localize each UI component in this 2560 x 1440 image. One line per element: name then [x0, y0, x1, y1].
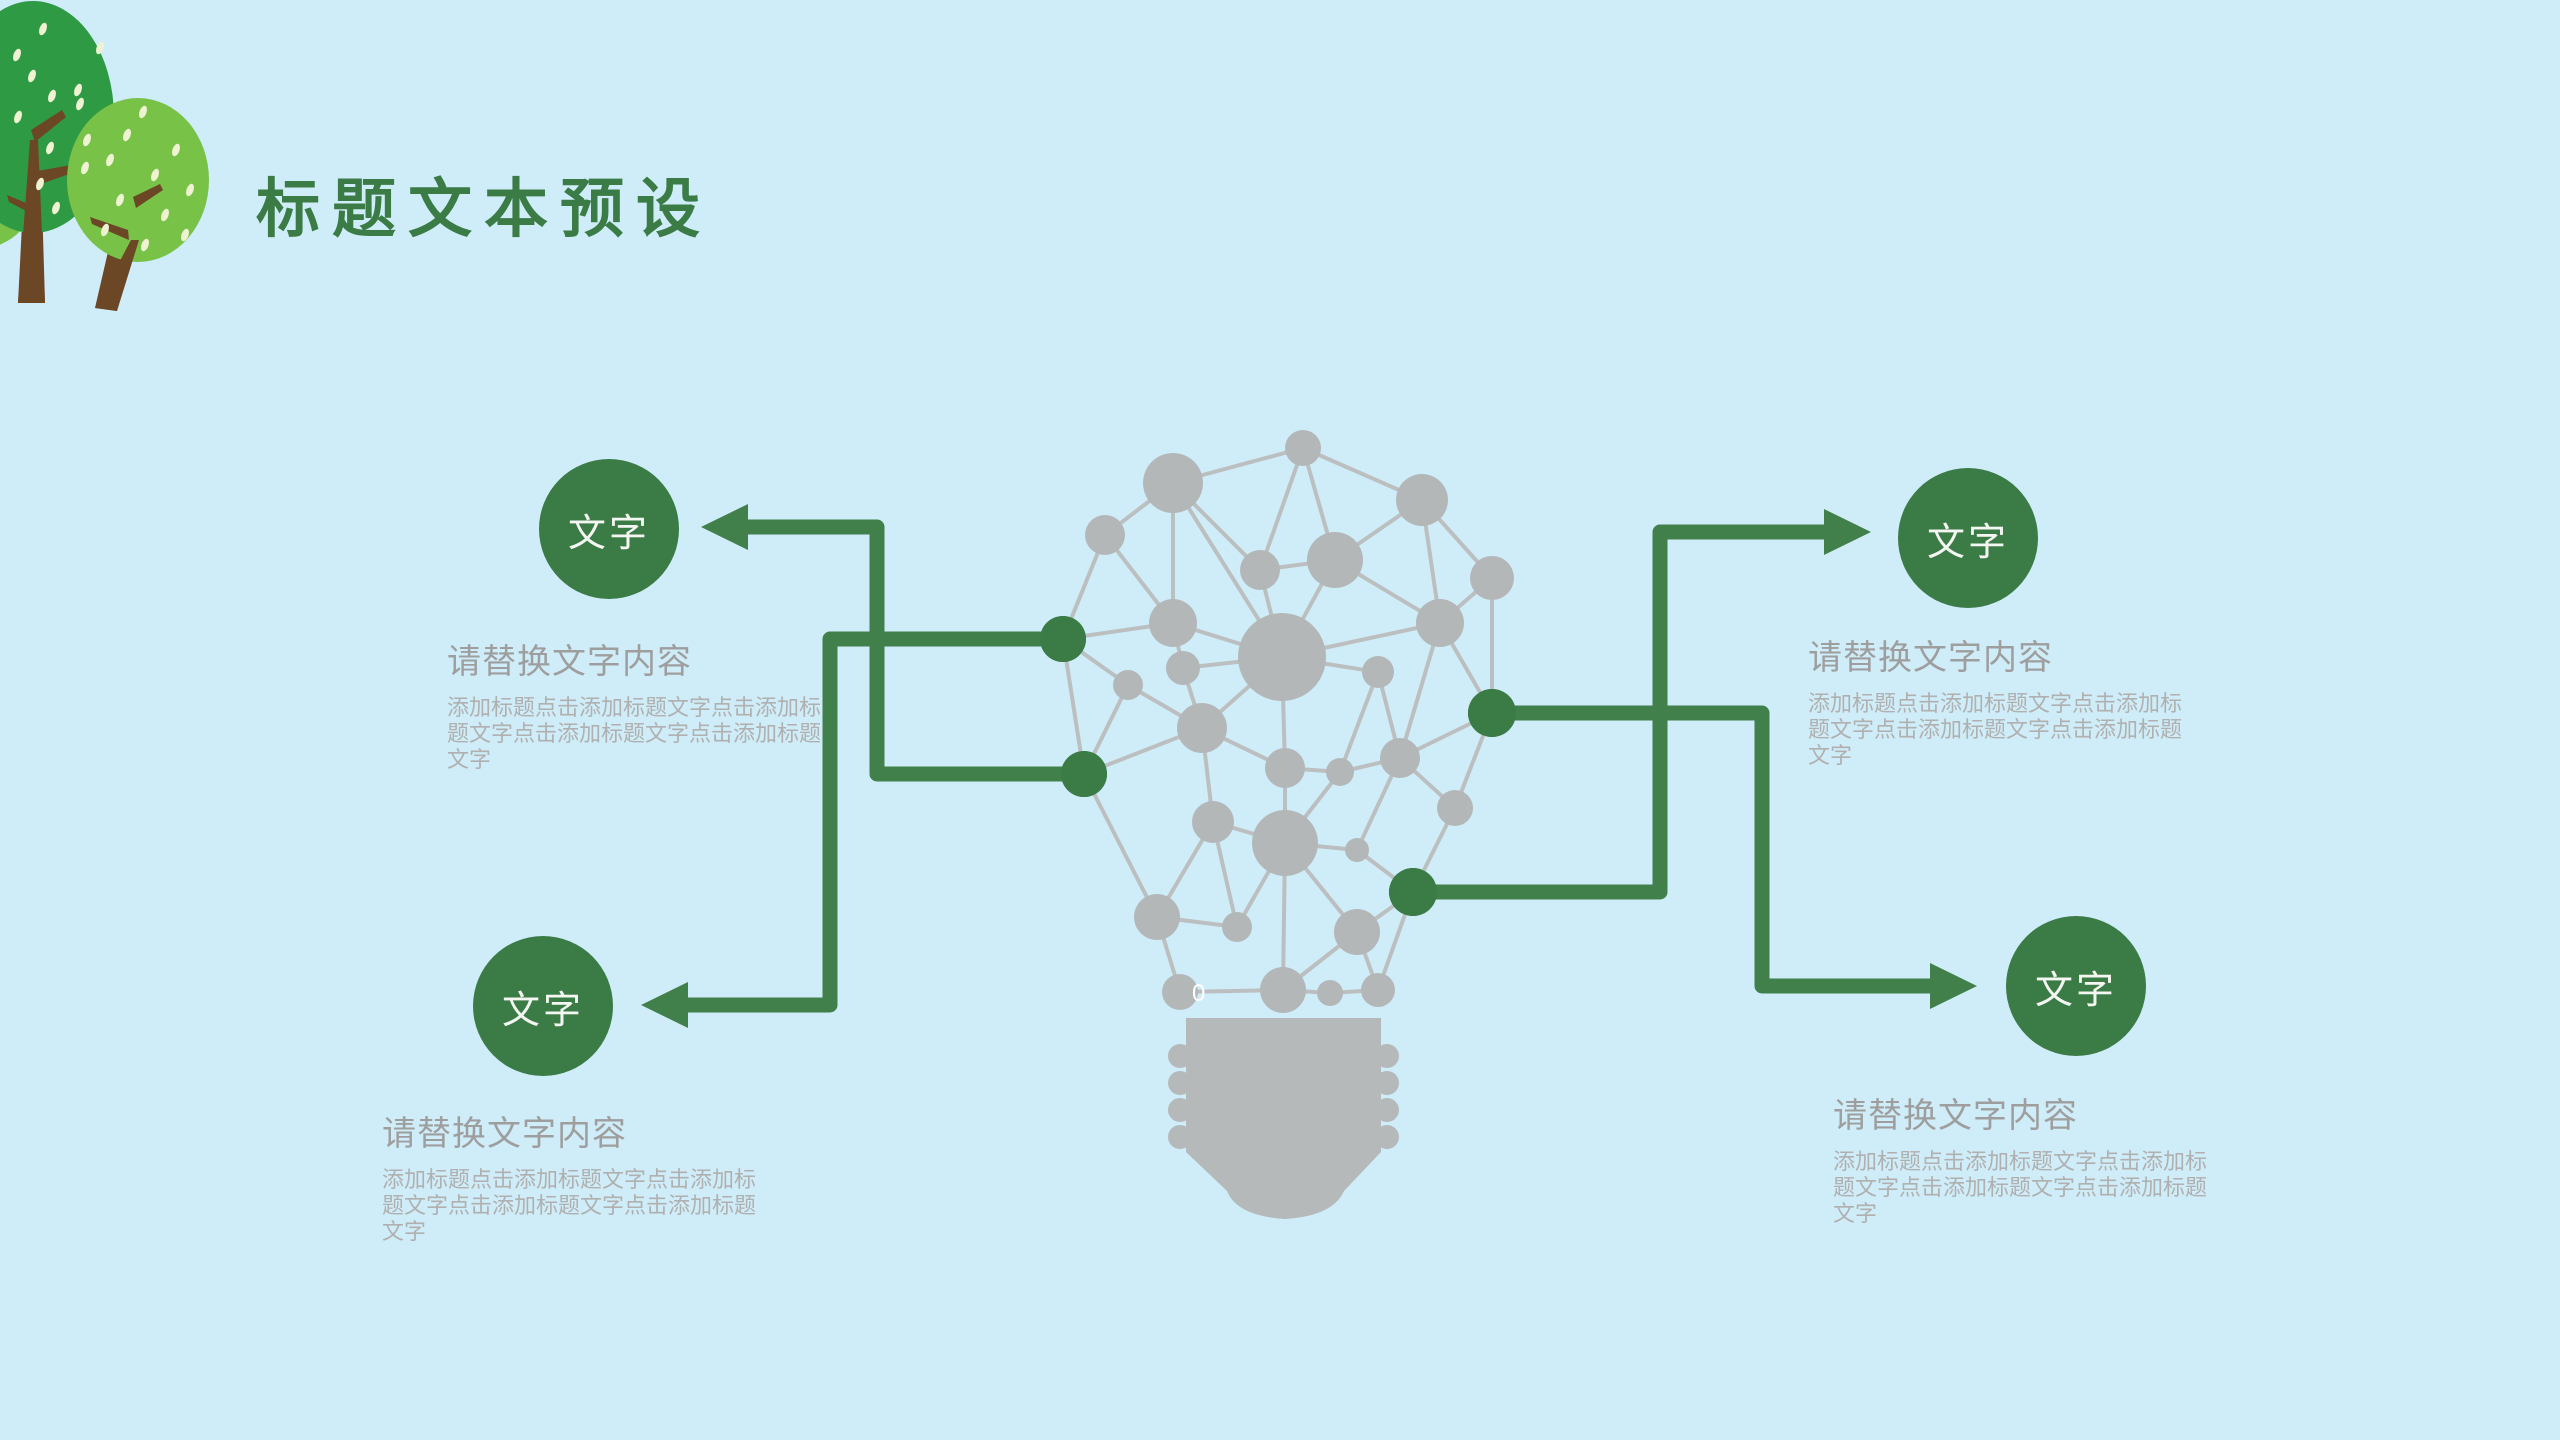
network-node — [1143, 453, 1203, 513]
badge-bottom-right[interactable]: 文字 — [2006, 916, 2146, 1056]
network-node — [1085, 515, 1125, 555]
leaf-speck — [36, 177, 44, 191]
network-node — [1326, 758, 1354, 786]
network-node — [1345, 838, 1369, 862]
lightbulb-network — [1040, 430, 1516, 1013]
callout-bottom-left: 请替换文字内容 添加标题点击添加标题文字点击添加标题文字点击添加标题文字点击添加… — [382, 1106, 768, 1245]
stray-zero-glyph: 0 — [1192, 980, 1205, 1007]
callout-top-right: 请替换文字内容 添加标题点击添加标题文字点击添加标题文字点击添加标题文字点击添加… — [1808, 630, 2194, 769]
network-node — [1396, 474, 1448, 526]
leaf-speck — [83, 133, 91, 147]
callout-connectors — [641, 504, 1977, 1028]
network-node — [1265, 748, 1305, 788]
leaf-speck — [14, 110, 22, 124]
network-node — [1437, 790, 1473, 826]
network-edges — [1061, 446, 1494, 995]
leaf-speck — [28, 69, 36, 83]
network-node — [1307, 532, 1363, 588]
tree-branch — [31, 110, 66, 142]
leaf-speck — [141, 238, 149, 252]
badge-label: 文字 — [1926, 521, 2009, 564]
network-node — [1222, 912, 1252, 942]
tree-trunk-light-lower — [95, 240, 139, 311]
leaf-speck — [186, 183, 194, 197]
network-node — [1192, 801, 1234, 843]
connector-junction-dot — [1389, 868, 1437, 916]
leaf-speck — [172, 143, 180, 157]
badge-label: 文字 — [501, 989, 584, 1032]
network-node — [1240, 550, 1280, 590]
callout-heading[interactable]: 请替换文字内容 — [382, 1115, 627, 1153]
connector-junction-dot — [1468, 689, 1516, 737]
leaf-speck — [106, 153, 114, 167]
leaf-speck — [139, 105, 147, 119]
badge-label: 文字 — [2034, 969, 2117, 1012]
leaf-specks — [13, 22, 194, 252]
connector-top-left — [745, 519, 1084, 782]
connector-bottom-left — [685, 631, 1063, 1013]
leaf-speck — [161, 208, 169, 222]
badge-top-right[interactable]: 文字 — [1898, 468, 2038, 608]
network-node — [1260, 967, 1306, 1013]
leaf-speck — [48, 89, 56, 103]
tree-branch — [133, 184, 163, 208]
connector-top-right-arrowhead-icon — [1824, 509, 1871, 555]
network-node — [1166, 651, 1200, 685]
callout-heading[interactable]: 请替换文字内容 — [1808, 639, 2053, 677]
leaf-speck — [13, 48, 21, 62]
tree-branch — [90, 217, 129, 240]
page-title[interactable]: 标题文本预设 — [256, 173, 712, 245]
callout-heading[interactable]: 请替换文字内容 — [1833, 1097, 2078, 1135]
leaf-speck — [39, 22, 47, 36]
network-node — [1380, 738, 1420, 778]
network-node — [1416, 599, 1464, 647]
connector-top-left-arrowhead-icon — [701, 504, 748, 550]
network-node — [1362, 656, 1394, 688]
network-node — [1177, 703, 1227, 753]
network-node — [1149, 599, 1197, 647]
network-node — [1361, 973, 1395, 1007]
leaf-speck — [96, 41, 104, 55]
leaf-speck — [116, 193, 124, 207]
connector-junction-dot — [1061, 751, 1107, 797]
connector-bottom-right — [1492, 705, 1930, 994]
network-node — [1317, 980, 1343, 1006]
leaf-speck — [101, 223, 109, 237]
badge-top-left[interactable]: 文字 — [539, 459, 679, 599]
callout-body[interactable]: 添加标题点击添加标题文字点击添加标题文字点击添加标题文字点击添加标题文字 — [1833, 1149, 2208, 1226]
network-node — [1334, 909, 1380, 955]
connector-bottom-right-arrowhead-icon — [1930, 963, 1977, 1009]
badge-label: 文字 — [567, 512, 650, 555]
tree-canopy-light — [67, 98, 209, 262]
badge-bottom-left[interactable]: 文字 — [473, 936, 613, 1076]
leaf-speck — [52, 201, 60, 215]
network-node — [1285, 430, 1321, 466]
leaf-speck — [151, 168, 159, 182]
network-node — [1113, 670, 1143, 700]
leaf-speck — [76, 97, 84, 111]
leaf-speck — [81, 161, 89, 175]
leaf-speck — [181, 228, 189, 242]
bulb-base — [1168, 1018, 1399, 1219]
callout-top-left: 请替换文字内容 添加标题点击添加标题文字点击添加标题文字点击添加标题文字点击添加… — [447, 634, 833, 773]
network-node — [1470, 556, 1514, 600]
callout-heading[interactable]: 请替换文字内容 — [447, 643, 692, 681]
callout-body[interactable]: 添加标题点击添加标题文字点击添加标题文字点击添加标题文字点击添加标题文字 — [382, 1167, 757, 1244]
leaf-speck — [46, 141, 54, 155]
network-node — [1252, 810, 1318, 876]
callout-body[interactable]: 添加标题点击添加标题文字点击添加标题文字点击添加标题文字点击添加标题文字 — [447, 695, 822, 772]
network-node — [1134, 894, 1180, 940]
leaf-speck — [74, 83, 82, 97]
bulb-base-body — [1186, 1018, 1381, 1219]
connector-junction-dot — [1040, 616, 1086, 662]
corner-trees-illustration — [0, 1, 209, 311]
network-node — [1162, 974, 1198, 1010]
callout-bottom-right: 请替换文字内容 添加标题点击添加标题文字点击添加标题文字点击添加标题文字点击添加… — [1833, 1088, 2219, 1227]
connector-bottom-left-arrowhead-icon — [641, 982, 688, 1028]
network-node — [1238, 613, 1326, 701]
callout-body[interactable]: 添加标题点击添加标题文字点击添加标题文字点击添加标题文字点击添加标题文字 — [1808, 691, 2183, 768]
leaf-speck — [123, 128, 131, 142]
